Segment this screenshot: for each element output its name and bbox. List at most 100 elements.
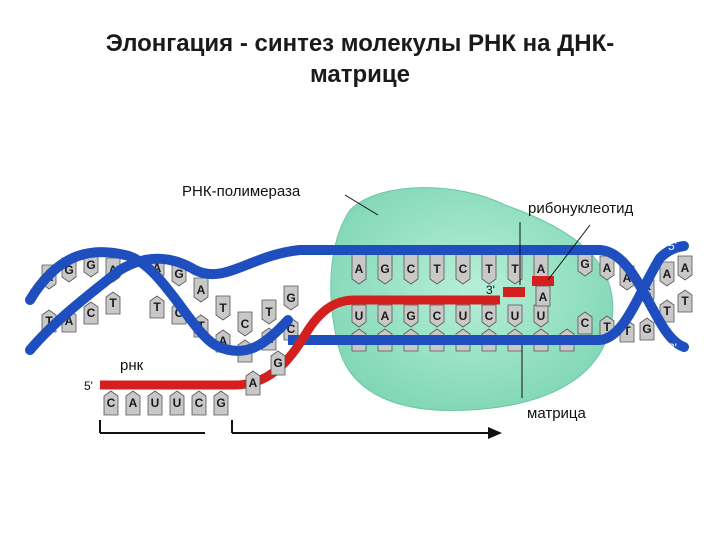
rna-tail-base-7: G bbox=[270, 350, 286, 376]
rna-base-3-shape bbox=[429, 304, 445, 328]
rna-tail-base-3: U bbox=[169, 390, 185, 416]
rna-tail-base-2-shape bbox=[147, 390, 163, 416]
rna-tail-base-1-shape bbox=[125, 390, 141, 416]
label-rna-polymerase: РНК-полимераза bbox=[182, 183, 301, 200]
helix-right-lower-base-1-letter: T bbox=[603, 320, 611, 334]
helix-left-upper-base-6-letter: A bbox=[197, 283, 206, 297]
rna-base-0-shape bbox=[351, 304, 367, 328]
rna-tail-base-5-letter: G bbox=[216, 396, 225, 410]
end-label-rna-growing: 3' bbox=[486, 283, 495, 297]
label-ribonucleotide: рибонуклеотид bbox=[528, 200, 634, 217]
rna-tail-base-4-shape bbox=[191, 390, 207, 416]
helix-right-lower-base-0-letter: C bbox=[581, 316, 590, 330]
incoming-base bbox=[535, 285, 551, 307]
label-rna: рнк bbox=[120, 357, 144, 374]
helix-left-upper-base-5-letter: G bbox=[174, 267, 183, 281]
label-template: матрица bbox=[527, 405, 587, 422]
helix-right-lower-base-5-letter: T bbox=[681, 294, 689, 308]
rna-tail-base-3-shape bbox=[169, 390, 185, 416]
rna-base-6-shape bbox=[507, 304, 523, 328]
coding-base-5-letter: T bbox=[485, 262, 493, 276]
helix-right-upper-base-0-letter: G bbox=[580, 257, 589, 271]
rna-base-3: C bbox=[429, 304, 445, 328]
incoming-ribonucleotide bbox=[532, 276, 554, 286]
rna-base-3-letter: C bbox=[433, 309, 442, 323]
rna-base-7: U bbox=[533, 304, 549, 328]
rna-tail-base-5: G bbox=[213, 390, 229, 416]
helix-right-upper-base-2-letter: A bbox=[623, 271, 632, 285]
coding-base-4-letter: C bbox=[459, 262, 468, 276]
helix-right-upper-base-5-shape bbox=[677, 255, 693, 281]
rna-base-0: U bbox=[351, 304, 367, 328]
helix-left-upper-base-7-shape bbox=[215, 295, 231, 321]
helix-right-lower-base-0-shape bbox=[577, 311, 593, 335]
helix-left-upper-base-2-letter: G bbox=[86, 258, 95, 272]
rna-tail-base-2-letter: U bbox=[151, 396, 160, 410]
rna-base-2-letter: G bbox=[406, 309, 415, 323]
polymerase-pointer-line bbox=[344, 194, 379, 216]
rna-tail-base-3-letter: U bbox=[173, 396, 182, 410]
helix-left-upper-base-8-shape bbox=[237, 311, 253, 337]
rna-tail-base-6-letter: A bbox=[249, 376, 258, 390]
coding-base-1: G bbox=[377, 253, 393, 285]
coding-base-5: T bbox=[481, 253, 497, 285]
rna-base-6-letter: U bbox=[511, 309, 520, 323]
helix-left-upper-base-7-letter: T bbox=[219, 301, 227, 315]
coding-base-3-letter: T bbox=[433, 262, 441, 276]
rna-tail-base-0-shape bbox=[103, 390, 119, 416]
rna-tail-base-2: U bbox=[147, 390, 163, 416]
helix-right-lower-base-0: C bbox=[577, 311, 593, 335]
helix-right-upper-base-1-letter: A bbox=[603, 261, 612, 275]
helix-right-lower-base-4-letter: T bbox=[663, 304, 671, 318]
rna-base-5: C bbox=[481, 304, 497, 328]
rna-base-4: U bbox=[455, 304, 471, 328]
title-line-2: матрице bbox=[309, 61, 411, 88]
helix-left-upper-base-6: A bbox=[193, 277, 209, 303]
coding-base-0: A bbox=[351, 253, 367, 285]
title-line-1: Элонгация - синтез молекулы РНК на ДНК- bbox=[105, 30, 615, 57]
helix-left-upper-base-9-shape bbox=[261, 299, 277, 325]
helix-right-upper-base-1: A bbox=[599, 255, 615, 281]
helix-left-lower-base-7-letter: A bbox=[219, 334, 228, 348]
end-label-left-top: 5' bbox=[28, 263, 37, 277]
rna-tail-base-1: A bbox=[125, 390, 141, 416]
helix-left-lower-base-4-shape bbox=[149, 295, 165, 319]
dna-strand-left-b bbox=[25, 245, 305, 355]
rna-3prime-nucleotide bbox=[503, 287, 525, 297]
rna-base-4-shape bbox=[455, 304, 471, 328]
helix-left-lower-base-5-letter: C bbox=[175, 306, 184, 320]
helix-left-lower-base-10-letter: C bbox=[287, 322, 296, 336]
coding-base-4: C bbox=[455, 253, 471, 285]
helix-left-lower-base-2: C bbox=[83, 301, 99, 325]
helix-left-upper-base-9: T bbox=[261, 299, 277, 325]
coding-base-6-letter: T bbox=[511, 262, 519, 276]
helix-left-upper-base-1-letter: G bbox=[64, 263, 73, 277]
dna-strand-right-a bbox=[595, 245, 689, 352]
helix-right-lower-base-5: T bbox=[677, 289, 693, 313]
helix-left-lower-base-3: T bbox=[105, 291, 121, 315]
rna-tail-base-6: A bbox=[245, 370, 261, 396]
helix-left-upper-base-7: T bbox=[215, 295, 231, 321]
coding-base-2-letter: C bbox=[407, 262, 416, 276]
helix-left-upper-base-10-shape bbox=[283, 285, 299, 311]
coding-base-7-letter: A bbox=[537, 262, 546, 276]
rna-tail-base-1-letter: A bbox=[129, 396, 138, 410]
rna-base-4-letter: U bbox=[459, 309, 468, 323]
direction-arrow-head bbox=[488, 427, 502, 439]
helix-right-lower-base-3-letter: G bbox=[642, 322, 651, 336]
helix-left-upper-base-10: G bbox=[283, 285, 299, 311]
coding-base-3: T bbox=[429, 253, 445, 285]
helix-right-upper-base-0: G bbox=[577, 251, 593, 277]
helix-left-upper-base-8-letter: C bbox=[241, 317, 250, 331]
rna-tail-base-7-letter: G bbox=[273, 356, 282, 370]
rna-tail-base-5-shape bbox=[213, 390, 229, 416]
helix-left-upper-base-8: C bbox=[237, 311, 253, 337]
end-label-left-bottom: 3' bbox=[28, 353, 37, 367]
rna-tail-base-7-shape bbox=[270, 350, 286, 376]
rna-base-5-letter: C bbox=[485, 309, 494, 323]
rna-base-0-letter: U bbox=[355, 309, 364, 323]
helix-right-upper-base-5-letter: A bbox=[681, 261, 690, 275]
helix-left-upper-base-4-letter: A bbox=[153, 261, 162, 275]
